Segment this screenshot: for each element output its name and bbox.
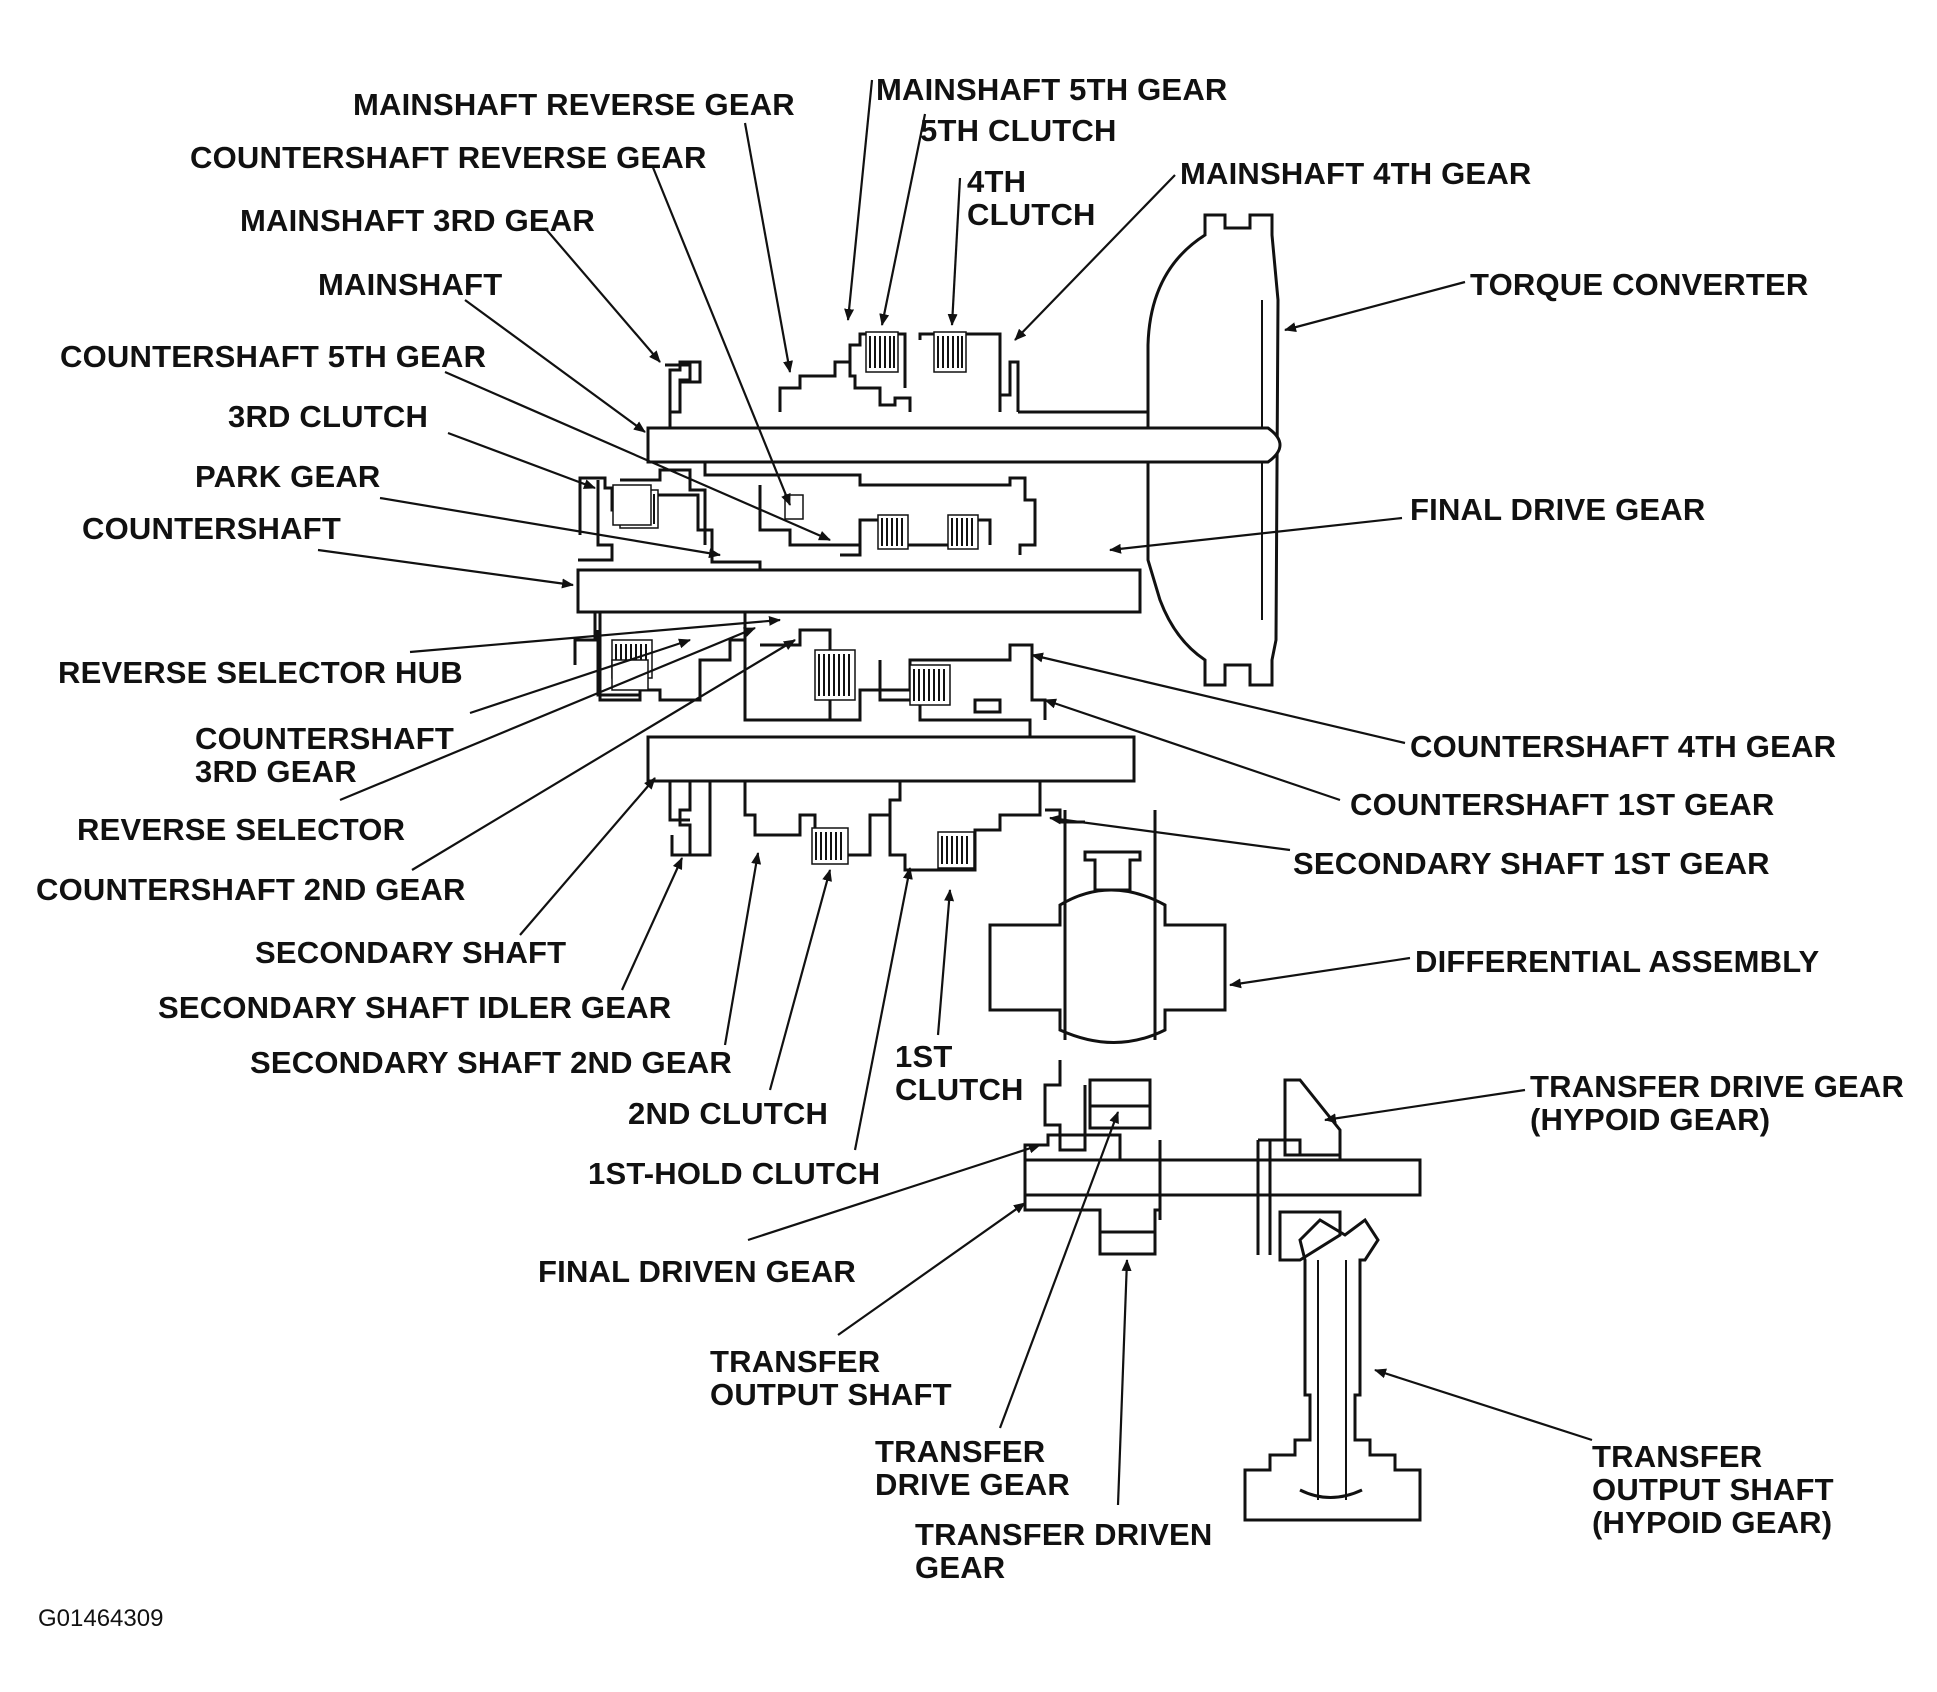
transfer-shaft-shape	[1023, 1158, 1422, 1197]
leader-countershaft-reverse-gear	[650, 164, 792, 506]
secondary-shaft-shape	[646, 735, 1136, 783]
label-countershaft-reverse-gear: COUNTERSHAFT REVERSE GEAR	[190, 140, 707, 175]
leader-countershaft	[317, 548, 574, 589]
leader-final-drive-gear	[1109, 516, 1403, 554]
leader-reverse-selector	[339, 626, 756, 802]
leader-transfer-driven-gear	[1116, 1259, 1132, 1506]
leader-countershaft-2nd-gear	[411, 639, 796, 871]
label-final-drive-gear: FINAL DRIVE GEAR	[1410, 492, 1706, 527]
leader-countershaft-5th-gear	[444, 370, 831, 542]
label-5th-clutch: 5TH CLUTCH	[920, 113, 1117, 148]
leader-transfer-drive-gear-hypoid	[1324, 1088, 1526, 1124]
label-countershaft-5th-gear: COUNTERSHAFT 5TH GEAR	[60, 339, 487, 374]
transfer-drive-gear-shape	[1283, 1078, 1342, 1157]
label-countershaft-4th-gear: COUNTERSHAFT 4TH GEAR	[1410, 729, 1837, 764]
leader-secondary-shaft-2nd-gear	[723, 852, 762, 1046]
label-secondary-shaft-idler-gear: SECONDARY SHAFT IDLER GEAR	[158, 990, 672, 1025]
label-transfer-drive-gear-hypoid: TRANSFER DRIVE GEAR (HYPOID GEAR)	[1530, 1069, 1905, 1137]
label-differential-assembly: DIFFERENTIAL ASSEMBLY	[1415, 944, 1820, 979]
leader-countershaft-3rd-gear	[469, 638, 691, 715]
label-torque-converter: TORQUE CONVERTER	[1470, 267, 1809, 302]
leader-mainshaft-5th-gear	[844, 79, 874, 321]
label-mainshaft-5th-gear: MAINSHAFT 5TH GEAR	[876, 72, 1228, 107]
leader-1st-hold-clutch	[853, 867, 913, 1151]
label-final-driven-gear: FINAL DRIVEN GEAR	[538, 1254, 857, 1289]
leader-4th-clutch	[947, 177, 962, 326]
leader-transfer-drive-gear	[998, 1111, 1120, 1429]
label-reverse-selector-hub: REVERSE SELECTOR HUB	[58, 655, 463, 690]
leader-mainshaft	[464, 299, 646, 433]
leader-differential-assembly	[1229, 956, 1411, 989]
label-reverse-selector: REVERSE SELECTOR	[77, 812, 406, 847]
label-secondary-shaft: SECONDARY SHAFT	[255, 935, 567, 970]
leader-lines	[317, 79, 1593, 1506]
leader-secondary-shaft-idler-gear	[620, 857, 684, 991]
leader-transfer-output-shaft-hypoid	[1374, 1368, 1593, 1442]
label-1st-clutch: 1ST CLUTCH	[895, 1039, 1024, 1107]
leader-transfer-output-shaft	[837, 1202, 1026, 1336]
label-3rd-clutch: 3RD CLUTCH	[228, 399, 429, 434]
transfer-output-shaft-shape	[1243, 1217, 1422, 1522]
figure-id: G01464309	[38, 1605, 164, 1632]
leader-park-gear	[379, 496, 721, 559]
label-2nd-clutch: 2ND CLUTCH	[628, 1096, 829, 1131]
label-secondary-shaft-1st-gear: SECONDARY SHAFT 1ST GEAR	[1293, 846, 1770, 881]
label-transfer-drive-gear: TRANSFER DRIVE GEAR	[875, 1434, 1070, 1502]
leader-mainshaft-reverse-gear	[743, 122, 793, 373]
torque-converter-shape	[1146, 213, 1280, 687]
label-park-gear: PARK GEAR	[195, 459, 381, 494]
label-1st-hold-clutch: 1ST-HOLD CLUTCH	[588, 1156, 881, 1191]
leader-mainshaft-4th-gear	[1014, 174, 1176, 341]
label-transfer-driven-gear: TRANSFER DRIVEN GEAR	[915, 1517, 1213, 1585]
label-transfer-output-shaft: TRANSFER OUTPUT SHAFT	[710, 1344, 952, 1412]
label-mainshaft-3rd-gear: MAINSHAFT 3RD GEAR	[240, 203, 595, 238]
leader-secondary-shaft-1st-gear	[1049, 814, 1291, 852]
leader-3rd-clutch	[447, 431, 596, 490]
label-mainshaft-reverse-gear: MAINSHAFT REVERSE GEAR	[353, 87, 795, 122]
label-transfer-output-shaft-hypoid: TRANSFER OUTPUT SHAFT (HYPOID GEAR)	[1592, 1439, 1834, 1540]
label-mainshaft-4th-gear: MAINSHAFT 4TH GEAR	[1180, 156, 1532, 191]
label-countershaft-3rd-gear: COUNTERSHAFT 3RD GEAR	[195, 721, 454, 789]
differential-assembly-shape	[1083, 850, 1142, 892]
mainshaft-shape	[646, 426, 1282, 464]
label-countershaft-2nd-gear: COUNTERSHAFT 2ND GEAR	[36, 872, 466, 907]
leader-final-driven-gear	[747, 1143, 1041, 1242]
leader-torque-converter	[1284, 280, 1466, 332]
label-mainshaft: MAINSHAFT	[318, 267, 503, 302]
countershaft-shape	[576, 568, 1142, 614]
leader-1st-clutch	[936, 889, 955, 1036]
label-countershaft: COUNTERSHAFT	[82, 511, 341, 546]
leader-mainshaft-3rd-gear	[544, 227, 661, 363]
label-countershaft-1st-gear: COUNTERSHAFT 1ST GEAR	[1350, 787, 1775, 822]
leader-countershaft-4th-gear	[1031, 652, 1406, 745]
leader-secondary-shaft	[519, 777, 656, 936]
label-secondary-shaft-2nd-gear: SECONDARY SHAFT 2ND GEAR	[250, 1045, 732, 1080]
leader-2nd-clutch	[768, 869, 832, 1091]
leader-5th-clutch	[879, 113, 927, 326]
leader-reverse-selector-hub	[409, 615, 781, 654]
label-4th-clutch: 4TH CLUTCH	[967, 164, 1096, 232]
leader-countershaft-1st-gear	[1044, 698, 1341, 802]
